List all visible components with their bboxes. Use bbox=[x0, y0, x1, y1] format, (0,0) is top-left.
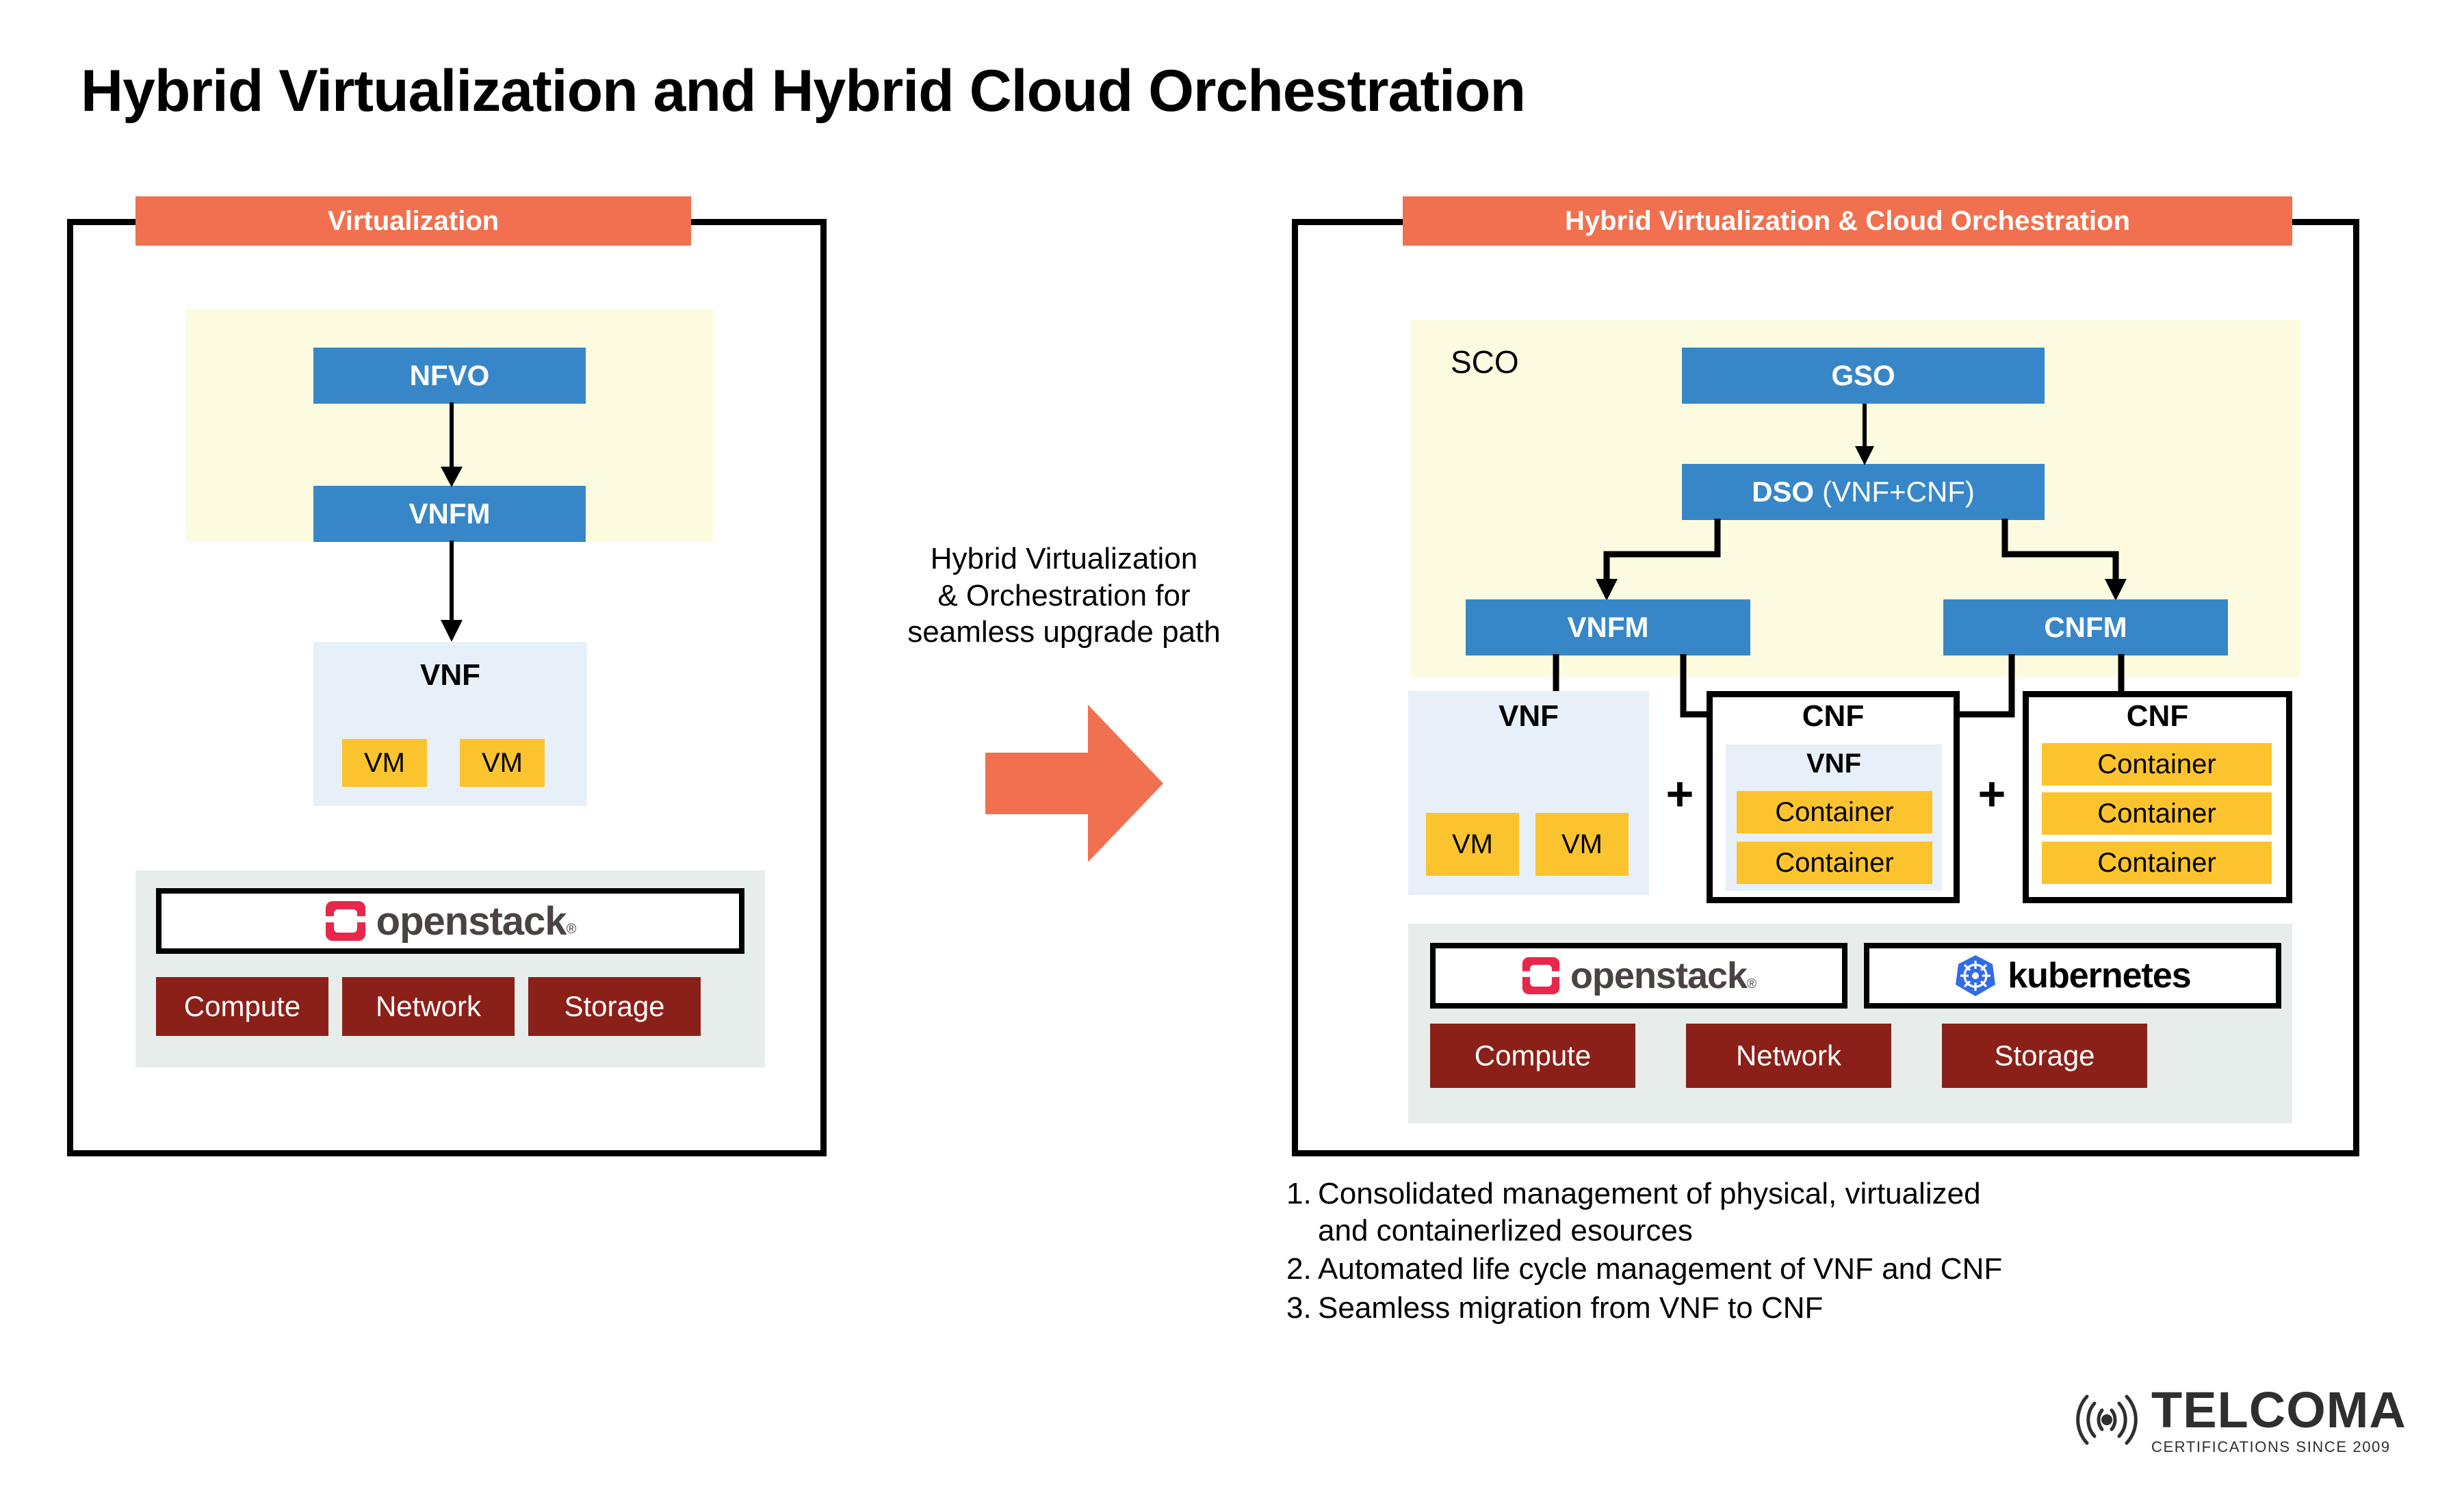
left-openstack-registered: ® bbox=[566, 922, 577, 937]
arrow-nfvo-to-vnfm bbox=[441, 402, 463, 487]
kubernetes-frame[interactable]: kubernetes bbox=[1864, 943, 2281, 1009]
left-openstack-frame[interactable]: openstack ® bbox=[156, 888, 744, 954]
arrow-dso-to-cnfm bbox=[2001, 519, 2127, 601]
gso-box[interactable]: GSO bbox=[1682, 348, 2045, 404]
bullet-2-text: Automated life cycle management of VNF a… bbox=[1318, 1252, 2003, 1286]
arrow-dso-to-vnfm bbox=[1596, 519, 1721, 601]
kubernetes-wordmark: kubernetes bbox=[2008, 956, 2191, 996]
bullet-1-text: Consolidated management of physical, vir… bbox=[1318, 1176, 2279, 1249]
arrow-vnfm-to-vnf bbox=[441, 541, 463, 642]
openstack-logo-icon bbox=[1522, 957, 1560, 995]
right-vm-1[interactable]: VM bbox=[1426, 813, 1519, 876]
kubernetes-logo-icon bbox=[1956, 955, 1996, 996]
page-title: Hybrid Virtualization and Hybrid Cloud O… bbox=[81, 58, 1526, 124]
right-vm-2[interactable]: VM bbox=[1535, 813, 1629, 876]
transition-caption: Hybrid Virtualization & Orchestration fo… bbox=[859, 541, 1269, 651]
transition-caption-line-3: seamless upgrade path bbox=[907, 615, 1221, 649]
right-vnf-label: VNF bbox=[1499, 699, 1559, 733]
list-item: 1. Consolidated management of physical, … bbox=[1286, 1176, 2279, 1249]
bullet-1-number: 1. bbox=[1286, 1177, 1312, 1210]
virtualization-panel-header: Virtualization bbox=[135, 196, 691, 246]
dso-label-paren: (VNF+CNF) bbox=[1822, 476, 1975, 508]
plus-sign-2: + bbox=[1977, 767, 2006, 820]
list-item: 2. Automated life cycle management of VN… bbox=[1286, 1251, 2279, 1288]
right-openstack-registered: ® bbox=[1747, 977, 1757, 991]
right-resource-compute[interactable]: Compute bbox=[1430, 1024, 1635, 1088]
arrow-gso-to-dso bbox=[1855, 404, 1874, 465]
cnf-2-container-2[interactable]: Container bbox=[2042, 792, 2272, 835]
openstack-logo-icon bbox=[325, 901, 365, 941]
bullet-3-text: Seamless migration from VNF to CNF bbox=[1318, 1291, 1824, 1325]
cnf-1-container-1[interactable]: Container bbox=[1737, 791, 1932, 833]
cnf-1-label: CNF bbox=[1802, 699, 1865, 733]
left-vnf-label: VNF bbox=[420, 658, 480, 692]
left-resource-compute[interactable]: Compute bbox=[156, 977, 328, 1036]
cnf-1-inner-vnf-label: VNF bbox=[1806, 749, 1861, 779]
right-openstack-wordmark: openstack bbox=[1570, 955, 1748, 996]
cnf-2-container-3[interactable]: Container bbox=[2042, 842, 2272, 884]
bullet-2-number: 2. bbox=[1286, 1252, 1312, 1286]
cnf-2-label: CNF bbox=[2126, 699, 2189, 733]
vnfm-box[interactable]: VNFM bbox=[313, 486, 586, 542]
telcoma-logo: TELCOMA CERTIFICATIONS SINCE 2009 bbox=[2066, 1368, 2422, 1471]
dso-label-bold: DSO bbox=[1752, 476, 1815, 508]
right-openstack-frame[interactable]: openstack ® bbox=[1430, 943, 1847, 1009]
bullet-3-number: 3. bbox=[1286, 1291, 1312, 1325]
right-resource-storage[interactable]: Storage bbox=[1942, 1024, 2147, 1088]
left-vm-2[interactable]: VM bbox=[460, 739, 545, 787]
right-resource-network[interactable]: Network bbox=[1686, 1024, 1891, 1088]
nfvo-box[interactable]: NFVO bbox=[313, 348, 586, 404]
vnfm-box-right[interactable]: VNFM bbox=[1466, 599, 1750, 655]
left-openstack-wordmark: openstack bbox=[376, 898, 567, 944]
transition-caption-line-2: & Orchestration for bbox=[937, 578, 1191, 612]
list-item: 3. Seamless migration from VNF to CNF bbox=[1286, 1290, 2279, 1327]
telcoma-name: TELCOMA bbox=[2151, 1381, 2407, 1438]
transition-caption-line-1: Hybrid Virtualization bbox=[930, 542, 1198, 575]
bullet-1-line-2: and containerlized esources bbox=[1318, 1213, 1693, 1247]
dso-box[interactable]: DSO (VNF+CNF) bbox=[1682, 464, 2045, 520]
left-resource-network[interactable]: Network bbox=[342, 977, 515, 1036]
cnf-2-container-1[interactable]: Container bbox=[2042, 743, 2272, 786]
left-vm-1[interactable]: VM bbox=[342, 739, 427, 787]
telcoma-tagline: CERTIFICATIONS SINCE 2009 bbox=[2151, 1438, 2391, 1455]
cnf-1-container-2[interactable]: Container bbox=[1737, 842, 1932, 884]
bullet-1-line-1: Consolidated management of physical, vir… bbox=[1318, 1177, 1981, 1210]
right-arrow-icon bbox=[985, 705, 1163, 862]
signal-waves-icon bbox=[2076, 1394, 2138, 1445]
cnfm-box-right[interactable]: CNFM bbox=[1943, 599, 2228, 655]
benefits-list: 1. Consolidated management of physical, … bbox=[1286, 1176, 2279, 1329]
sco-label: SCO bbox=[1451, 344, 1519, 380]
plus-sign-1: + bbox=[1665, 767, 1694, 820]
hybrid-panel-header: Hybrid Virtualization & Cloud Orchestrat… bbox=[1403, 196, 2292, 246]
left-resource-storage[interactable]: Storage bbox=[528, 977, 701, 1036]
